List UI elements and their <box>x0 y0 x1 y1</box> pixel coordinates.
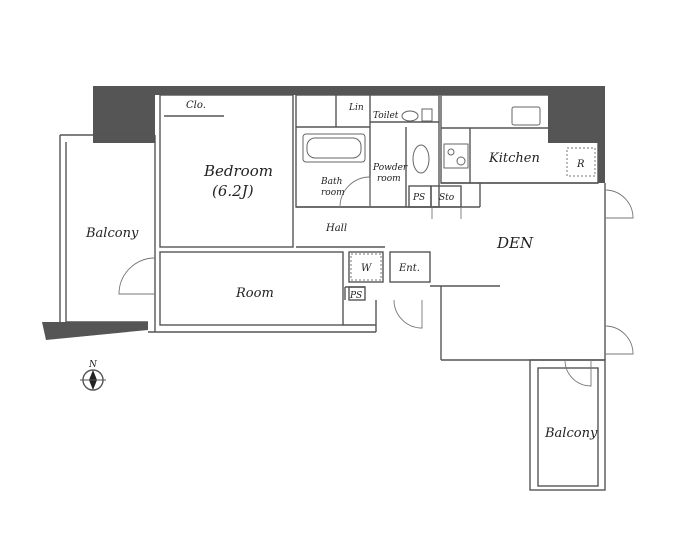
bedroom-size-label: (6.2J) <box>212 182 254 200</box>
balcony-door-swing <box>118 257 156 295</box>
den-door-swing-east-upper <box>604 189 634 219</box>
compass-north-label: N <box>88 360 98 370</box>
kitchen-sink <box>511 106 541 126</box>
den-door-swing-east-lower <box>604 325 634 355</box>
bath-door-swing <box>339 176 371 208</box>
powder-room-label-line1: Powder <box>372 163 408 173</box>
room-label: Room <box>235 286 274 301</box>
south-balcony-label: Balcony <box>544 426 598 441</box>
powder-room-label-line2: room <box>377 174 401 184</box>
toilet-tank <box>421 108 433 122</box>
kitchen-label: Kitchen <box>488 151 540 166</box>
pipe-space-box <box>348 286 366 301</box>
storage-door-swing <box>431 207 462 219</box>
room-labels: Clo. Bedroom (6.2J) Lin Toilet Bath room… <box>85 100 598 441</box>
interior-walls <box>42 94 606 491</box>
toilet-bowl <box>401 110 419 122</box>
storage-label: Sto <box>439 193 455 203</box>
washbasin <box>412 144 430 174</box>
linen-label: Lin <box>348 103 364 113</box>
toilet-label: Toilet <box>373 111 399 121</box>
pipe-space-top-label: PS <box>412 193 425 203</box>
door-swings <box>118 176 634 387</box>
bathroom-label-line1: Bath <box>320 177 342 187</box>
refrigerator-space <box>566 147 596 177</box>
refrigerator-label: R <box>576 159 585 170</box>
fixtures <box>164 106 596 301</box>
bedroom-label: Bedroom <box>203 162 273 180</box>
den-label: DEN <box>496 234 534 252</box>
stove <box>443 143 469 169</box>
entrance-door-swing <box>393 299 423 329</box>
washer-label: W <box>361 263 372 274</box>
hall-label: Hall <box>325 223 347 234</box>
bathroom-label-line2: room <box>321 188 345 198</box>
burner-1 <box>447 148 455 156</box>
entrance-label: Ent. <box>398 263 420 274</box>
south-balcony-door-swing <box>564 359 592 387</box>
north-compass <box>80 369 106 391</box>
closet-label: Clo. <box>186 100 206 111</box>
burner-2 <box>456 156 466 166</box>
bathtub-basin <box>306 137 362 159</box>
west-balcony-label: Balcony <box>85 226 139 241</box>
pipe-space-bottom-label: PS <box>349 291 362 301</box>
